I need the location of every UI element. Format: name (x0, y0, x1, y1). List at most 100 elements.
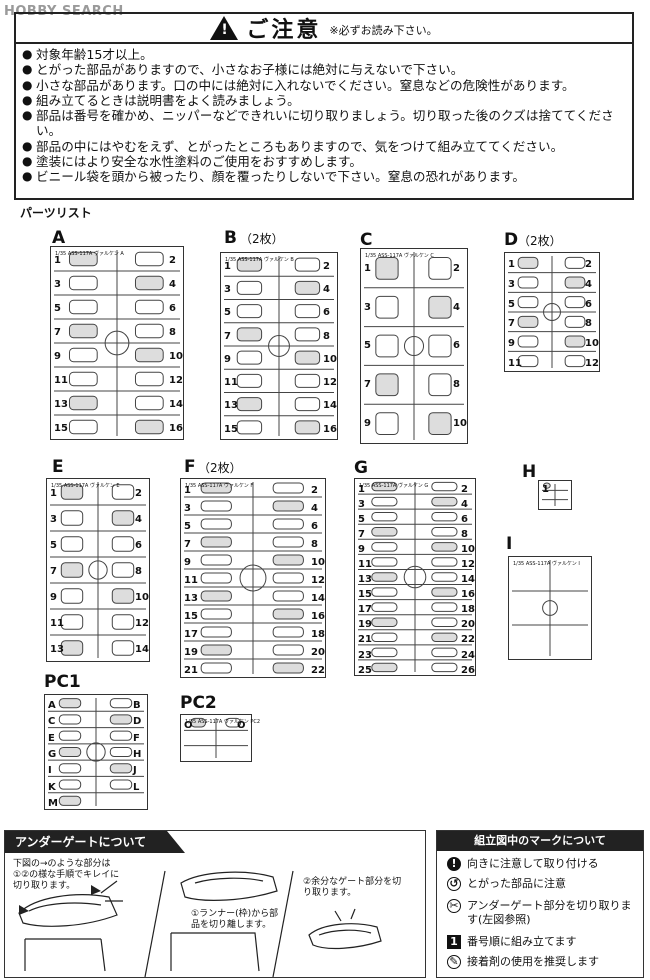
part-number: 1 (358, 483, 365, 495)
mark-glue: ✎ 接着剤の使用を推奨します (447, 955, 599, 969)
part-shape (134, 275, 164, 291)
part-shape (272, 572, 304, 584)
hobby-search-logo: HOBBY SEARCH (4, 4, 124, 19)
caution-subtitle: ※必ずお読み下さい。 (329, 24, 438, 37)
part-number: 11 (508, 357, 522, 369)
mark-text: 向きに注意して取り付ける (467, 857, 599, 870)
caution-item: 小さな部品があります。口の中には絶対に入れないでください。窒息などの危険性があり… (22, 78, 624, 94)
part-shape (431, 587, 458, 597)
part-shape (58, 714, 82, 725)
part-number: 8 (323, 330, 330, 342)
part-shape (294, 373, 321, 388)
mark-text: アンダーゲート部分を切り取ります(左図参照) (467, 899, 632, 926)
undergate-step2: ②余分なゲート部分を切り取ります。 (303, 877, 402, 898)
part-shape (68, 275, 98, 291)
caution-item: 部品は番号を確かめ、ニッパーなどできれいに切り取りましょう。切り取った後のクズは… (22, 108, 624, 139)
part-number: 1 (364, 262, 371, 274)
part-number: 11 (358, 559, 372, 571)
part-shape (517, 315, 539, 328)
part-shape (517, 256, 539, 269)
runner-drawing (358, 481, 472, 673)
part-number: 6 (585, 298, 592, 310)
part-number: 4 (585, 279, 592, 291)
part-shape (236, 397, 263, 412)
part-shape (60, 588, 84, 604)
runner-drawing (54, 250, 180, 436)
part-shape (428, 334, 452, 358)
part-shape (60, 562, 84, 578)
runner-drawing (364, 252, 464, 440)
sprue-letter-e: E (52, 457, 64, 477)
part-shape (371, 557, 398, 567)
part-number: G (48, 749, 57, 761)
sprue-letter-pc2: PC2 (180, 693, 217, 713)
part-number: 2 (135, 487, 142, 499)
part-number: 12 (585, 357, 599, 369)
part-number: 7 (358, 528, 365, 540)
part-number: 10 (169, 351, 183, 363)
part-shape (200, 482, 232, 494)
runner-drawing (512, 560, 588, 656)
part-number: 21 (358, 634, 372, 646)
part-shape (294, 280, 321, 295)
part-number: 2 (169, 255, 176, 267)
sprue-plate-label: 1/35 ASS-117A ヴァルケン PC2 (185, 719, 261, 725)
part-shape (272, 662, 304, 674)
sharp-part-icon: ↺ (447, 877, 461, 891)
part-shape (58, 779, 82, 790)
part-shape (428, 373, 452, 397)
part-shape (371, 496, 398, 507)
part-shape (371, 602, 398, 612)
part-shape (272, 554, 304, 566)
part-number: 14 (323, 400, 337, 412)
part-number: 17 (184, 628, 198, 640)
part-shape (134, 323, 164, 339)
part-shape (564, 276, 586, 289)
part-number: 13 (184, 592, 198, 604)
mark-legend-title: 組立図中のマークについて (437, 831, 643, 851)
part-shape (68, 419, 98, 435)
part-number: 17 (358, 604, 372, 616)
part-shape (134, 251, 164, 267)
part-shape (68, 347, 98, 363)
part-shape (68, 251, 98, 267)
part-number: 1 (184, 484, 191, 496)
part-number: 8 (453, 379, 460, 391)
part-shape (60, 614, 84, 630)
part-shape (431, 647, 458, 658)
part-shape (375, 373, 399, 397)
part-number: 24 (461, 649, 475, 661)
part-number: 15 (358, 589, 372, 601)
caution-item: とがった部品がありますので、小さなお子様には絶対に与えないで下さい。 (22, 62, 624, 78)
part-number: 3 (184, 502, 191, 514)
part-number: 4 (311, 502, 318, 514)
part-number: 23 (358, 649, 372, 661)
part-shape (236, 327, 263, 342)
part-number: O (184, 719, 193, 731)
part-shape (371, 572, 398, 582)
part-shape (225, 717, 241, 728)
part-number: 19 (358, 619, 372, 631)
part-shape (111, 510, 135, 526)
part-number: 18 (311, 628, 325, 640)
caution-item: 塗装にはより安全な水性塗料のご使用をおすすめします。 (22, 154, 624, 170)
part-number: 15 (184, 610, 198, 622)
part-number: 2 (311, 484, 318, 496)
part-number: 1 (54, 255, 61, 267)
part-number: 14 (135, 643, 149, 655)
part-number: 25 (358, 664, 372, 676)
mark-text: 接着剤の使用を推奨します (467, 955, 599, 968)
part-shape (236, 350, 263, 365)
part-number: 3 (364, 301, 371, 313)
sprue-plate-label: 1/35 ASS-117A ヴァルケン E (51, 483, 120, 489)
part-number: 6 (461, 513, 468, 525)
sprue-letter-pc1: PC1 (44, 672, 81, 692)
part-shape (272, 644, 304, 656)
part-shape (272, 626, 304, 638)
part-shape (294, 327, 321, 342)
part-number: 13 (54, 399, 68, 411)
part-shape (272, 500, 304, 512)
part-shape (431, 632, 458, 643)
